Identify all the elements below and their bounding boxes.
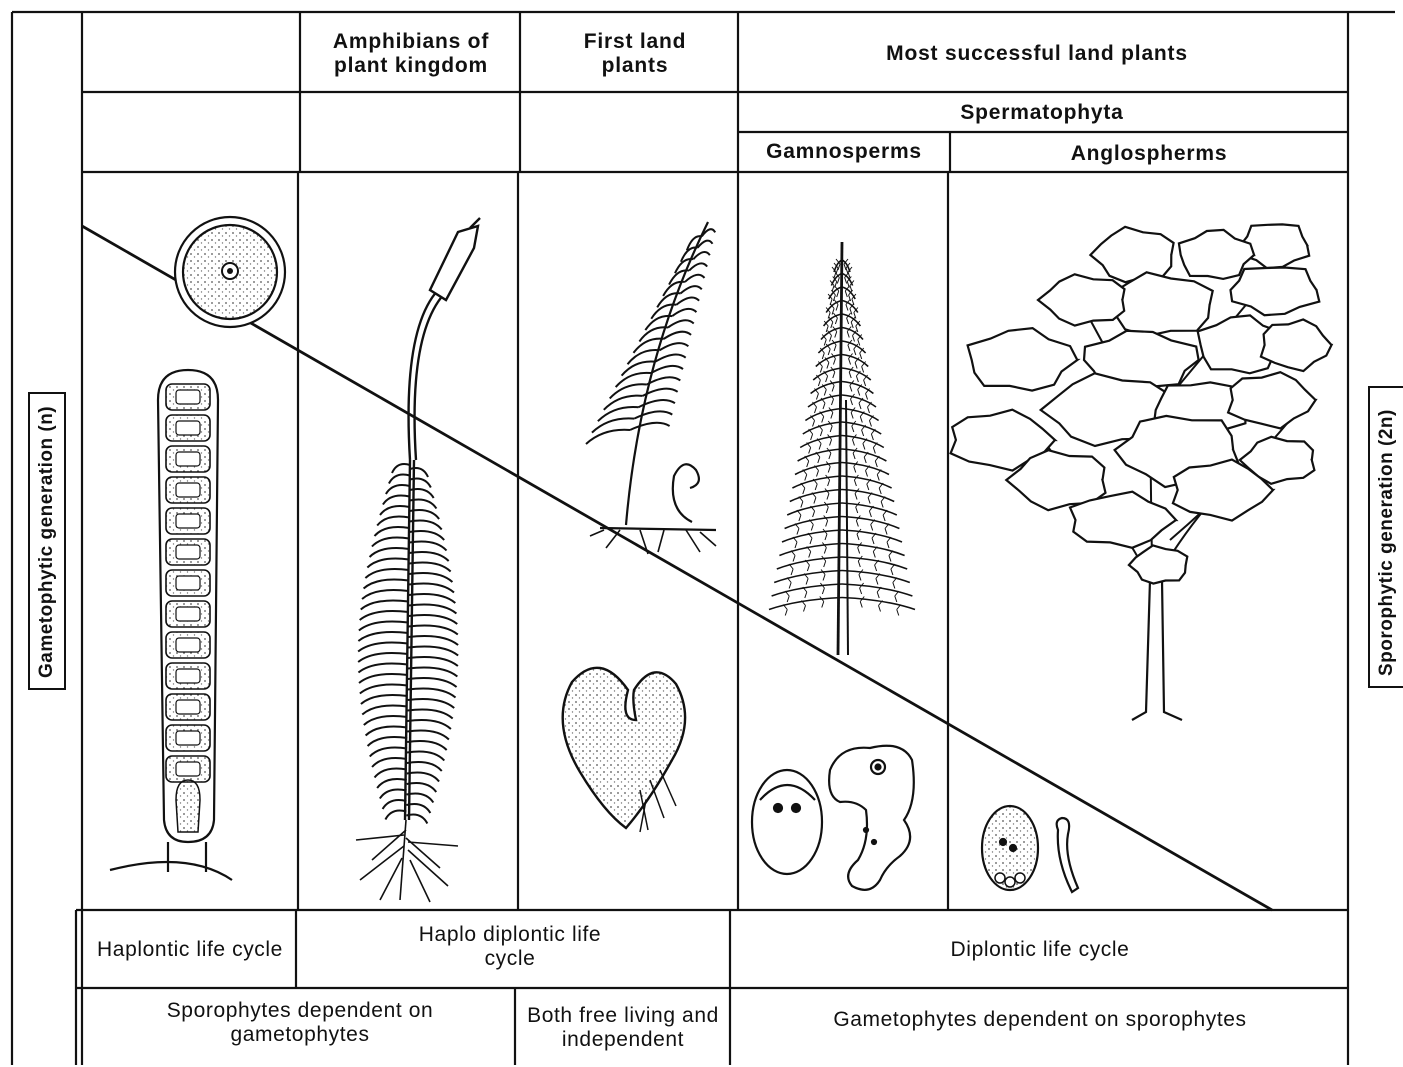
free-living-label: Both free living and independent bbox=[518, 990, 728, 1066]
angiosperm-embryo-sac-icon bbox=[982, 806, 1038, 890]
header-amphibians: Amphibians of plant kingdom bbox=[304, 20, 518, 88]
header-first-land-plants: First land plants bbox=[560, 20, 710, 88]
generation-diagonal bbox=[82, 226, 1272, 910]
moss-plant-icon bbox=[356, 218, 480, 902]
sporophytic-generation-label: Sporophytic generation (2n) bbox=[1368, 386, 1403, 688]
angiosperm-tree-icon bbox=[951, 224, 1332, 720]
algal-spore-icon bbox=[175, 217, 285, 327]
gymnosperm-tree-icon bbox=[769, 242, 915, 655]
header-spermatophyta: Spermatophyta bbox=[742, 96, 1342, 130]
sporophytes-dependent-label: Sporophytes dependent on gametophytes bbox=[110, 990, 490, 1056]
diplontic-life-cycle: Diplontic life cycle bbox=[740, 914, 1340, 986]
gametophytes-dependent-label: Gametophytes dependent on sporophytes bbox=[740, 990, 1340, 1050]
algal-filament-icon bbox=[110, 370, 232, 880]
haplontic-life-cycle: Haplontic life cycle bbox=[92, 914, 288, 986]
prothallus-icon bbox=[563, 668, 685, 832]
gymnosperm-pollen-icon bbox=[829, 746, 914, 890]
gametophytic-generation-label: Gametophytic generation (n) bbox=[28, 392, 66, 690]
gymnosperm-ovule-icon bbox=[752, 770, 822, 874]
angiosperm-pollen-tube-icon bbox=[1057, 818, 1078, 892]
haplo-diplontic-life-cycle: Haplo diplontic life cycle bbox=[410, 914, 610, 980]
fern-plant-icon bbox=[586, 222, 716, 554]
header-angiosperms: Anglospherms bbox=[954, 136, 1344, 172]
header-most-successful: Most successful land plants bbox=[742, 20, 1332, 88]
header-gymnosperms: Gamnosperms bbox=[742, 134, 946, 170]
